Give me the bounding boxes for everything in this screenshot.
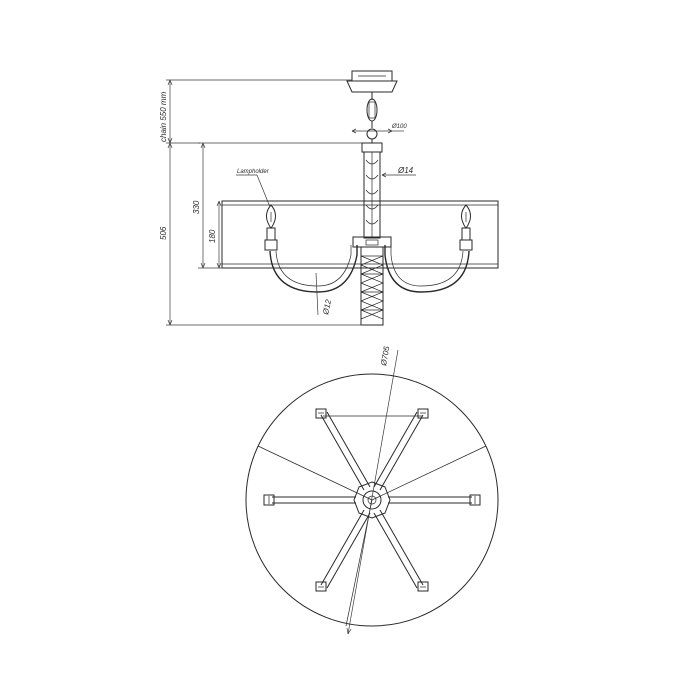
lampholder-upper-left	[315, 408, 327, 419]
top-view: Ø705	[245, 345, 499, 635]
lampholder-leader	[236, 174, 271, 208]
shade-diameter-dimension	[346, 349, 399, 635]
shade-diameter-label: Ø705	[379, 345, 392, 367]
arm-height-label: 330	[192, 200, 201, 214]
lampholder-label: Lampholder	[237, 169, 270, 175]
crystal-column	[360, 246, 384, 326]
total-height-label: 506	[159, 226, 168, 240]
chain-dimension-label: chain 550 mm	[159, 91, 168, 142]
hanging-chain	[366, 92, 378, 143]
left-arm	[269, 245, 358, 293]
shade-outline	[245, 373, 499, 627]
arm-dimension-leader	[315, 272, 319, 316]
canopy-diameter-label: Ø100	[391, 124, 407, 130]
lampholder-lower-left	[315, 581, 327, 592]
shade-construction-lines	[257, 415, 487, 627]
right-lampholder	[459, 204, 473, 251]
canopy-dimension	[351, 128, 404, 134]
left-lampholder	[264, 204, 278, 251]
rod-dimension	[381, 172, 416, 178]
ceiling-canopy	[346, 70, 398, 93]
rod-diameter-label: Ø14	[397, 166, 414, 175]
lamp-shade	[221, 200, 499, 269]
right-arm	[384, 245, 470, 293]
lampholder-left	[263, 494, 275, 506]
shade-height-label: 180	[208, 229, 217, 243]
top-view-arms	[272, 411, 472, 589]
dimension-lines	[166, 79, 363, 326]
top-view-hub	[353, 481, 391, 519]
lampholder-lower-right	[417, 581, 429, 592]
lampholder-right	[469, 494, 481, 506]
arm-diameter-label: Ø12	[321, 298, 333, 316]
central-rod	[361, 142, 383, 239]
lampholder-upper-right	[417, 408, 429, 419]
side-view: chain 550 mm 506 330 180 Ø100 Ø14 Ø12 La…	[159, 70, 499, 326]
top-view-lampholders	[263, 408, 481, 592]
